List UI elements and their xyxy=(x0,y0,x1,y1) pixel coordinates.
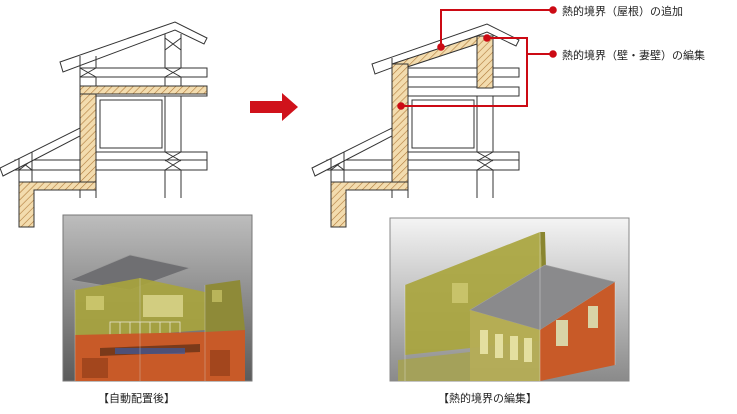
callout-roof-label: 熱的境界（屋根）の追加 xyxy=(562,5,683,18)
thermal-boundary-before xyxy=(18,85,208,228)
callout-lines xyxy=(397,6,557,110)
arrow-right xyxy=(250,93,298,121)
caption-after: 【熱的境界の編集】 xyxy=(438,392,537,405)
callout-wall-label: 熱的境界（壁・妻壁）の編集 xyxy=(562,49,705,62)
render-before xyxy=(62,214,253,382)
caption-before: 【自動配置後】 xyxy=(98,392,175,405)
upper-roof xyxy=(59,21,208,73)
render-after xyxy=(389,217,630,382)
thermal-boundary-after xyxy=(330,35,494,228)
